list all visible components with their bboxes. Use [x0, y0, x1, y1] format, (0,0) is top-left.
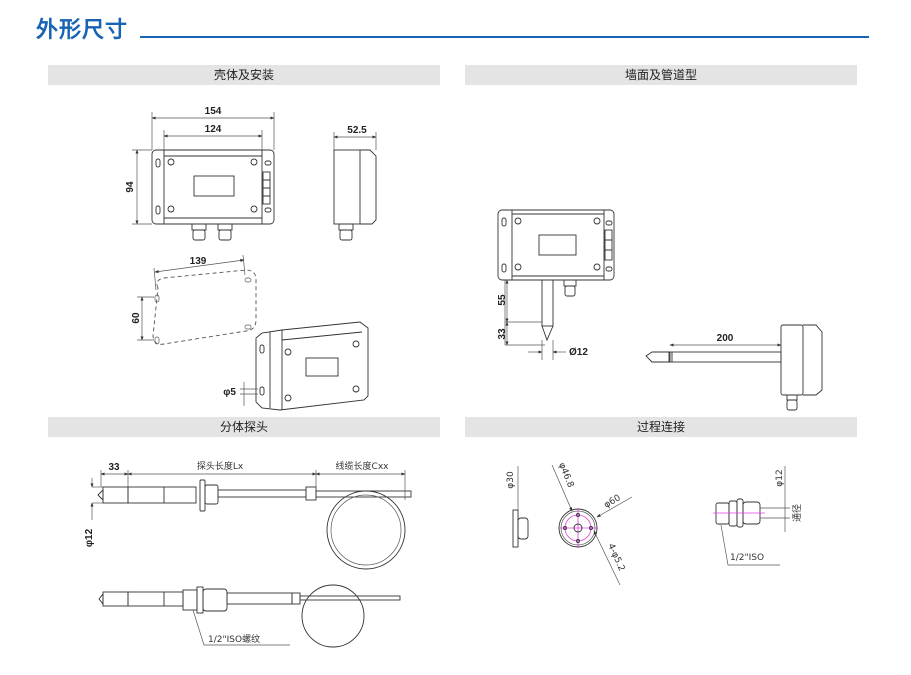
label-split-thread: 1/2"ISO螺纹 [208, 633, 260, 645]
dim-holes: 4-φ5.2 [605, 542, 626, 573]
dim-probe-dia: Ø12 [569, 347, 588, 358]
dim-mount-height: 60 [131, 312, 142, 324]
section-header-wall-duct: 墙面及管道型 [465, 65, 857, 85]
housing-front-view [132, 112, 275, 241]
housing-isometric [240, 321, 369, 411]
title-underline [140, 36, 869, 38]
label-probe-length: 探头长度Lx [197, 460, 244, 472]
dim-height: 94 [125, 181, 136, 193]
split-probe-threaded [98, 584, 401, 648]
process-flange-side [512, 466, 529, 548]
dim-duct-length: 200 [717, 333, 734, 344]
dim-width-inner: 124 [205, 124, 222, 135]
label-bore: 通径 [791, 504, 803, 522]
dim-probe-length: 55 [497, 294, 508, 306]
split-probe-top [90, 470, 412, 570]
section-header-housing: 壳体及安装 [48, 65, 440, 85]
dim-fitting-dia: φ12 [775, 469, 785, 486]
process-fitting [713, 466, 790, 566]
dim-split-tip-length: 33 [108, 462, 120, 473]
dim-hole-dia: φ5 [223, 387, 236, 398]
dim-tip-length: 33 [497, 328, 508, 340]
dim-depth: 52.5 [347, 125, 367, 136]
section-header-split-probe: 分体探头 [48, 417, 440, 437]
mounting-template [137, 254, 257, 345]
dim-width-outer: 154 [205, 106, 222, 117]
wall-type-view [497, 209, 615, 360]
label-process-thread: 1/2"ISO [730, 553, 764, 563]
duct-type-view [645, 324, 823, 411]
dim-flange-small: φ30 [506, 471, 516, 489]
page-title: 外形尺寸 [36, 18, 129, 43]
label-cable-length: 线缆长度Cxx [336, 460, 390, 472]
section-header-process: 过程连接 [465, 417, 857, 437]
dim-split-probe-dia: φ12 [84, 528, 95, 547]
dim-pcd: φ46.8 [556, 461, 575, 489]
dim-mount-width: 139 [190, 256, 207, 267]
housing-side-view [333, 132, 377, 241]
process-flange-front [551, 464, 633, 586]
